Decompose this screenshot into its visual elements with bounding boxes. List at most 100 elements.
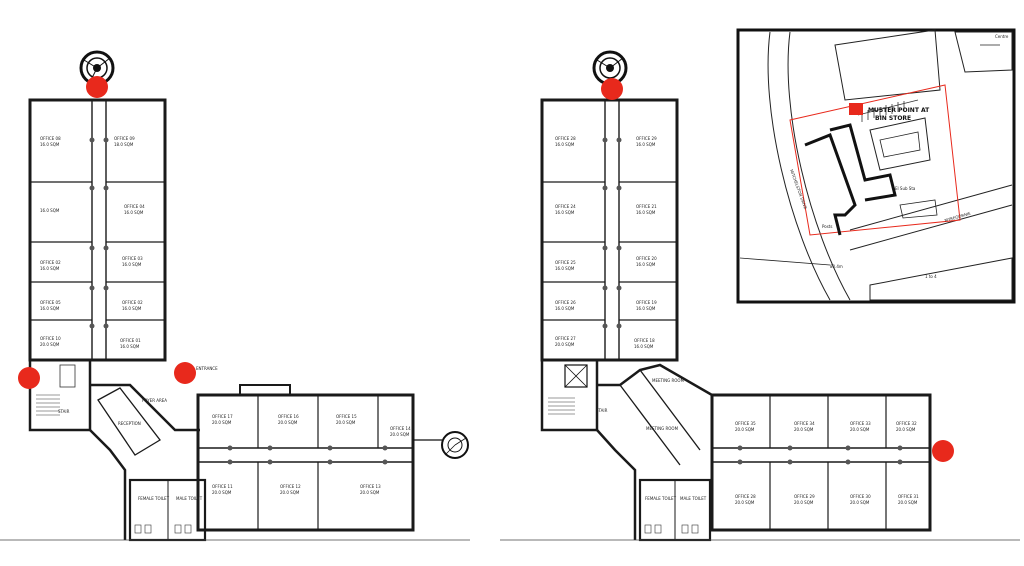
room-area: 16.0 SQM (555, 142, 575, 147)
room-label: OFFICE 05 (40, 300, 61, 305)
site-boundary (789, 84, 961, 236)
room-label: OFFICE 18 (634, 338, 655, 343)
room-area: 20.0 SQM (896, 427, 916, 432)
stair-label: STAIR (58, 409, 70, 414)
room-area: 16.0 SQM (636, 210, 656, 215)
room-label: OFFICE 17 (212, 414, 233, 419)
room-area: 16.0 SQM (636, 306, 656, 311)
room-label: OFFICE 16 (278, 414, 299, 419)
room-label: OFFICE 04 (124, 204, 145, 209)
room-area: 20.0 SQM (360, 490, 380, 495)
corner-label: Centre (995, 34, 1009, 39)
room-area: 20.0 SQM (794, 500, 814, 505)
room-label: OFFICE 34 (794, 421, 815, 426)
muster-point-label-2: BIN STORE (875, 115, 911, 122)
room-area: 16.0 SQM (555, 266, 575, 271)
entrance-label: ENTRANCE (196, 366, 218, 371)
room-label: OFFICE 31 (898, 494, 919, 499)
room-label: OFFICE 35 (735, 421, 756, 426)
room-area: 20.0 SQM (898, 500, 918, 505)
room-area: 16.0 SQM (40, 142, 60, 147)
room-area: 16.0 SQM (40, 306, 60, 311)
room-area: 20.0 SQM (850, 500, 870, 505)
room-label: OFFICE 30 (850, 494, 871, 499)
room-area: 18.0 SQM (114, 142, 134, 147)
room-label: OFFICE 29 (636, 136, 657, 141)
assembly-marker-left-north (86, 76, 108, 98)
room-label: OFFICE 28 (555, 136, 576, 141)
room-label: OFFICE 15 (336, 414, 357, 419)
room-label: OFFICE 21 (636, 204, 657, 209)
room-area: 20.0 SQM (212, 420, 232, 425)
room-label: OFFICE 32 (896, 421, 917, 426)
room-label: OFFICE 29 (794, 494, 815, 499)
room-area: 20.0 SQM (280, 490, 300, 495)
male-wc-label: MALE TOILET (680, 496, 707, 501)
left-spiral-stair-east (413, 431, 469, 459)
left-north-wing-outline (28, 98, 167, 362)
room-label: OFFICE 27 (555, 336, 576, 341)
female-wc-label: FEMALE TOILET (138, 496, 170, 501)
room-area: 20.0 SQM (735, 427, 755, 432)
room-label: OFFICE 10 (40, 336, 61, 341)
room-label: OFFICE 02 (40, 260, 61, 265)
room-area: 16.0 SQM (124, 210, 144, 215)
foyer-label: FOYER AREA (142, 398, 167, 403)
room-label: OFFICE 11 (212, 484, 233, 489)
room-area: 16.0 SQM (636, 142, 656, 147)
right-north-wing-outline (540, 98, 679, 362)
unit-label: 1 to 4 (925, 274, 937, 279)
room-label: OFFICE 33 (850, 421, 871, 426)
inset-frame (736, 28, 1016, 304)
room-area: 16.0 SQM (122, 262, 142, 267)
room-label: OFFICE 19 (636, 300, 657, 305)
room-area: 16.0 SQM (555, 210, 575, 215)
left-floor-plan: OFFICE 08 16.0 SQM OFFICE 09 18.0 SQM 16… (0, 50, 470, 542)
room-area: 16.0 SQM (122, 306, 142, 311)
assembly-marker-left-entrance (174, 362, 196, 384)
room-area: 20.0 SQM (278, 420, 298, 425)
muster-point-label: MUSTER POINT AT (868, 107, 930, 114)
room-area: 16.0 SQM (120, 344, 140, 349)
room-label: OFFICE 08 (40, 136, 61, 141)
room-label: OFFICE 14 (390, 426, 411, 431)
room-label: OFFICE 28 (735, 494, 756, 499)
room-label: OFFICE 20 (636, 256, 657, 261)
room-area: 20.0 SQM (735, 500, 755, 505)
room-area: 20.0 SQM (336, 420, 356, 425)
room-area: 20.0 SQM (390, 432, 410, 437)
assembly-marker-right-north (601, 78, 623, 100)
room-area: 20.0 SQM (794, 427, 814, 432)
right-floor-plan: OFFICE 28 16.0 SQM OFFICE 29 16.0 SQM OF… (500, 50, 1020, 542)
room-area: 20.0 SQM (40, 342, 60, 347)
room-label: OFFICE 01 (120, 338, 141, 343)
muster-point-marker (849, 103, 863, 115)
room-area: 16.0 SQM (636, 262, 656, 267)
room-area: 20.0 SQM (212, 490, 232, 495)
substation-label: El Sub Sta (895, 186, 916, 191)
room-label: OFFICE 12 (280, 484, 301, 489)
site-location-inset: MUSTER POINT AT BIN STORE MITCHELSTON DR… (736, 28, 1016, 304)
room-area: 20.0 SQM (850, 427, 870, 432)
room-area: 16.0 SQM (40, 208, 60, 213)
assembly-marker-left-west (18, 367, 40, 389)
room-label: OFFICE 09 (114, 136, 135, 141)
room-area: 16.0 SQM (634, 344, 654, 349)
room-label: OFFICE 26 (555, 300, 576, 305)
room-label: OFFICE 25 (555, 260, 576, 265)
meeting-room-2-label: MEETING ROOM (646, 426, 679, 431)
meeting-room-label: MEETING ROOM (652, 378, 685, 383)
room-label: OFFICE 03 (122, 256, 143, 261)
room-area: 20.0 SQM (555, 342, 575, 347)
female-wc-label: FEMALE TOILET (645, 496, 677, 501)
level-label: 80.4m (830, 264, 843, 269)
room-area: 16.0 SQM (40, 266, 60, 271)
assembly-marker-right-east (932, 440, 954, 462)
stair-label: STAIR (596, 408, 608, 413)
posts-label: Posts (822, 224, 832, 229)
room-label: OFFICE 13 (360, 484, 381, 489)
room-area: 16.0 SQM (555, 306, 575, 311)
room-label: OFFICE 24 (555, 204, 576, 209)
reception-label: RECEPTION (118, 421, 141, 426)
